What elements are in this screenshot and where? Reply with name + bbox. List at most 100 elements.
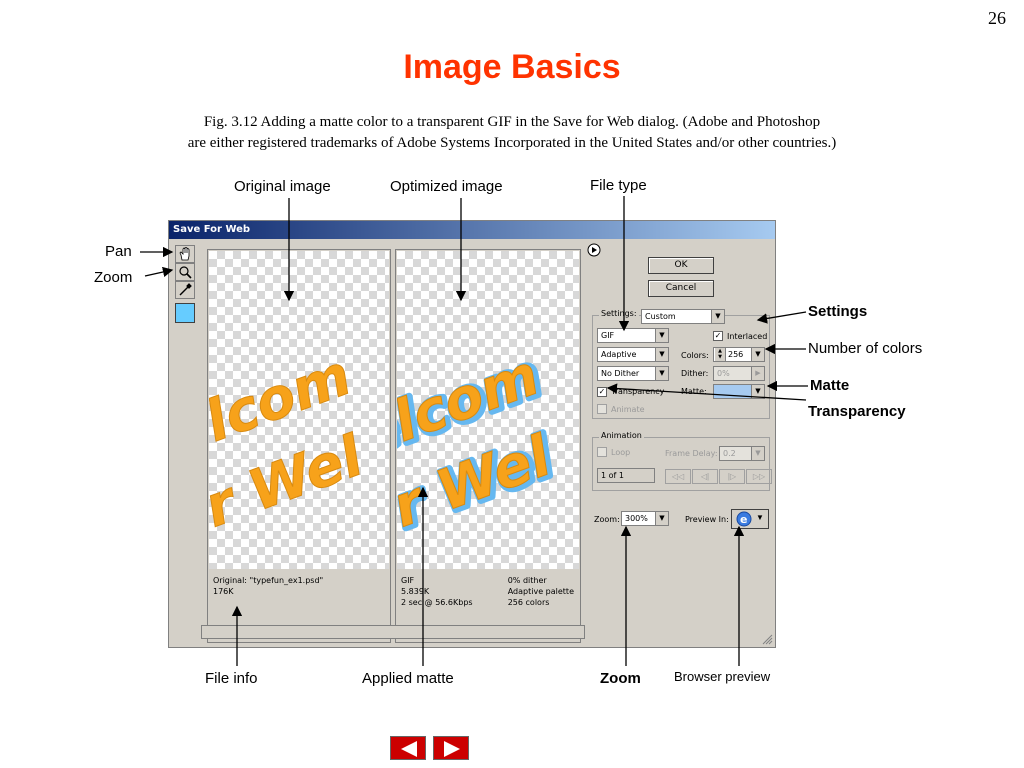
callout-pan: Pan bbox=[105, 243, 132, 260]
caption-line-2: are either registered trademarks of Adob… bbox=[187, 135, 837, 151]
dither-label: Dither: bbox=[681, 369, 709, 378]
hand-icon bbox=[179, 247, 190, 261]
chevron-down-icon: ▼ bbox=[655, 367, 668, 380]
interlaced-label: Interlaced bbox=[727, 332, 768, 341]
colors-select[interactable]: ▲▼ 256 ▼ bbox=[713, 347, 765, 362]
format-select-value: GIF bbox=[601, 331, 615, 340]
dither-method-value: No Dither bbox=[601, 369, 640, 378]
zoom-tool[interactable] bbox=[175, 263, 195, 281]
optimized-palette: Adaptive palette bbox=[507, 587, 574, 596]
callout-browser-preview: Browser preview bbox=[674, 669, 771, 684]
transparency-checkbox[interactable]: ✓ bbox=[597, 387, 607, 397]
callout-number-of-colors: Number of colors bbox=[808, 340, 923, 357]
eyedropper-tool[interactable] bbox=[175, 281, 195, 299]
previous-slide-button[interactable] bbox=[390, 736, 426, 760]
original-preview[interactable]: elcom r Wel bbox=[209, 251, 389, 569]
chevron-down-icon[interactable]: ▼ bbox=[756, 513, 764, 522]
optimized-dither: 0% dither bbox=[507, 576, 547, 585]
original-image-panel: elcom r Wel Original: "typefun_ex1.psd" … bbox=[207, 249, 391, 643]
pan-tool[interactable] bbox=[175, 245, 195, 263]
settings-label: Settings: bbox=[599, 309, 639, 318]
callout-file-type: File type bbox=[590, 177, 647, 194]
dither-amount-value: 0% bbox=[717, 369, 730, 378]
callout-transparency: Transparency bbox=[808, 403, 906, 420]
original-file-info: Original: "typefun_ex1.psd" 176K bbox=[210, 572, 388, 620]
ok-button[interactable]: OK bbox=[648, 257, 714, 274]
chevron-down-icon: ▼ bbox=[751, 385, 764, 398]
next-slide-button[interactable] bbox=[433, 736, 469, 760]
loop-label: Loop bbox=[611, 448, 631, 457]
zoom-select[interactable]: 300% ▼ bbox=[621, 511, 669, 526]
optimize-menu-icon[interactable] bbox=[587, 243, 601, 257]
animation-group-label: Animation bbox=[599, 431, 644, 440]
settings-group: Settings: Custom ▼ GIF ▼ Adaptive▼ No Dith… bbox=[592, 309, 770, 419]
eyedropper-color-swatch[interactable] bbox=[175, 303, 195, 323]
cancel-button[interactable]: Cancel bbox=[648, 280, 714, 297]
svg-text:e: e bbox=[740, 513, 747, 526]
chevron-down-icon: ▼ bbox=[751, 348, 764, 361]
callout-zoom: Zoom bbox=[600, 670, 641, 687]
zoom-value: 300% bbox=[625, 514, 648, 523]
settings-select[interactable]: Custom ▼ bbox=[641, 309, 725, 324]
format-select[interactable]: GIF ▼ bbox=[597, 328, 669, 343]
chevron-down-icon: ▼ bbox=[655, 512, 668, 525]
interlaced-checkbox[interactable]: ✓ bbox=[713, 331, 723, 341]
callout-original-image: Original image bbox=[234, 178, 331, 195]
optimized-download-time: 2 sec @ 56.6Kbps bbox=[401, 598, 473, 607]
last-frame-icon[interactable]: ▷▷ bbox=[746, 469, 772, 484]
palette-select[interactable]: Adaptive▼ bbox=[597, 347, 669, 362]
status-bar bbox=[201, 625, 585, 639]
matte-color-select[interactable]: ▼ bbox=[713, 384, 765, 399]
frame-counter: 1 of 1 bbox=[597, 468, 655, 483]
preview-in-label: Preview In: bbox=[685, 515, 729, 524]
first-frame-icon[interactable]: ◁◁ bbox=[665, 469, 691, 484]
preview-in-browser-button[interactable]: e ▼ bbox=[731, 509, 769, 529]
optimized-file-info: GIF 5.839K 2 sec @ 56.6Kbps 0% dither Ad… bbox=[398, 572, 578, 620]
save-for-web-dialog: Save For Web elcom r Wel Original: "type… bbox=[168, 220, 776, 648]
callout-optimized-image: Optimized image bbox=[390, 178, 503, 195]
frame-delay-label: Frame Delay: bbox=[665, 449, 718, 458]
next-frame-icon[interactable]: |▷ bbox=[719, 469, 745, 484]
animation-group: Animation Loop Frame Delay: 0.2 ▼ 1 of 1 bbox=[592, 431, 770, 491]
colors-label: Colors: bbox=[681, 351, 709, 360]
dither-method-select[interactable]: No Dither ▼ bbox=[597, 366, 669, 381]
figure-caption: Fig. 3.12 Adding a matte color to a tran… bbox=[90, 112, 934, 154]
animate-label: Animate bbox=[611, 405, 645, 414]
optimized-size: 5.839K bbox=[401, 587, 430, 596]
frame-delay-value: 0.2 bbox=[723, 449, 736, 458]
callout-zoom-tool: Zoom bbox=[94, 269, 133, 286]
callout-file-info: File info bbox=[205, 670, 258, 687]
stepper-icon[interactable]: ▲▼ bbox=[715, 348, 726, 361]
optimized-image-panel: elcom r Wel elcom r Wel GIF 5.839K 2 sec… bbox=[395, 249, 581, 643]
optimized-preview[interactable]: elcom r Wel elcom r Wel bbox=[397, 251, 579, 569]
optimized-info-right: 0% dither Adaptive palette 256 colors bbox=[508, 575, 574, 608]
animate-checkbox[interactable] bbox=[597, 404, 607, 414]
transparency-label: Transparency bbox=[611, 387, 665, 396]
optimized-preview-art: elcom r Wel elcom r Wel bbox=[397, 341, 566, 546]
callout-applied-matte: Applied matte bbox=[362, 670, 454, 687]
settings-select-value: Custom bbox=[645, 312, 676, 321]
arrow-left-icon bbox=[401, 741, 417, 757]
line-transparency bbox=[606, 383, 807, 401]
colors-value: 256 bbox=[728, 350, 744, 359]
zoom-label: Zoom: bbox=[594, 515, 620, 524]
chevron-down-icon: ▼ bbox=[751, 447, 764, 460]
matte-label: Matte: bbox=[681, 387, 707, 396]
frame-delay-select[interactable]: 0.2 ▼ bbox=[719, 446, 765, 461]
original-file-name: Original: "typefun_ex1.psd" bbox=[213, 576, 324, 585]
page-number: 26 bbox=[988, 8, 1006, 28]
chevron-down-icon: ▼ bbox=[655, 329, 668, 342]
optimized-colors: 256 colors bbox=[507, 598, 550, 607]
loop-checkbox[interactable] bbox=[597, 447, 607, 457]
dither-amount-field[interactable]: 0% ▶ bbox=[713, 366, 765, 381]
resize-grip-icon[interactable] bbox=[761, 633, 773, 645]
line-zoom-tool bbox=[144, 266, 174, 278]
previous-frame-icon[interactable]: ◁| bbox=[692, 469, 718, 484]
caption-line-1: Fig. 3.12 Adding a matte color to a tran… bbox=[203, 114, 821, 130]
callout-settings: Settings bbox=[808, 303, 868, 320]
chevron-right-icon: ▶ bbox=[751, 367, 764, 380]
line-settings bbox=[756, 311, 807, 324]
chevron-down-icon: ▼ bbox=[711, 310, 724, 323]
arrow-right-icon bbox=[444, 741, 460, 757]
chevron-down-icon: ▼ bbox=[655, 348, 668, 361]
